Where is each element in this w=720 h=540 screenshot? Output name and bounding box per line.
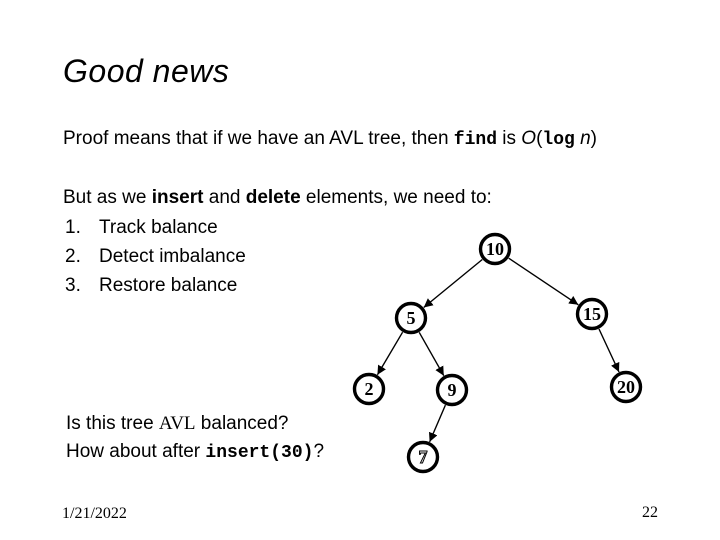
code-insert-30: insert(30) (205, 443, 314, 463)
code-find: find (453, 130, 498, 150)
tree-node-15: 15 (575, 297, 609, 331)
slide-title: Good news (63, 53, 230, 89)
paren-open: ( (536, 128, 543, 149)
question-text-1b: balanced? (195, 413, 289, 434)
tree-node-circle (478, 232, 512, 266)
big-o-symbol: O (521, 128, 537, 149)
list-item: 2. Detect imbalance (65, 242, 246, 271)
footer-date: 1/21/2022 (62, 505, 127, 522)
tree-node-label: 9 (448, 380, 457, 400)
tree-node-5: 5 (394, 301, 428, 335)
proof-paragraph: Proof means that if we have an AVL tree,… (63, 129, 597, 149)
list-item: 1. Track balance (65, 213, 246, 242)
tree-edge-5-2 (376, 331, 404, 376)
but-text-3: elements, we need to: (300, 187, 492, 208)
tree-node-label: 15 (583, 304, 601, 324)
proof-text-1: Proof means that if we have an AVL tree,… (63, 128, 454, 149)
tree-edge-10-5 (423, 258, 483, 309)
tree-node-circle (609, 370, 643, 404)
delete-word: delete (245, 187, 301, 208)
question-text-2a: How about after (66, 441, 206, 462)
tree-node-label: 7 (419, 447, 428, 467)
footer-page-number: 22 (642, 504, 658, 521)
tree-edge-5-9 (418, 331, 445, 377)
tree-node-circle (352, 372, 386, 406)
tree-edge-15-20 (598, 328, 620, 373)
list-item-number: 2. (65, 246, 81, 267)
tree-node-circle (435, 373, 469, 407)
list-item-text: Detect imbalance (99, 246, 246, 267)
but-text-2: and (203, 187, 246, 208)
tree-node-circle (575, 297, 609, 331)
tree-edge-10-15 (508, 257, 579, 306)
numbered-list: 1. Track balance 2. Detect imbalance 3. Res… (65, 213, 246, 300)
tree-edge-9-7 (428, 404, 447, 443)
tree-node-label: 10 (486, 239, 504, 259)
list-item: 3. Restore balance (65, 271, 246, 300)
but-text-1: But as we (63, 187, 152, 208)
tree-node-20: 20 (609, 370, 643, 404)
list-item-text: Track balance (99, 217, 218, 238)
but-paragraph: But as we insert and delete elements, we… (63, 188, 492, 207)
tree-node-label: 5 (407, 308, 416, 328)
tree-node-label: 20 (617, 377, 635, 397)
question-block: Is this tree AVL balanced? How about aft… (66, 410, 324, 466)
question-text-1a: Is this tree (66, 413, 159, 434)
question-text-2b: ? (313, 441, 325, 462)
list-item-number: 1. (65, 217, 81, 238)
tree-node-label: 2 (365, 379, 374, 399)
question-line-1: Is this tree AVL balanced? (66, 410, 324, 438)
insert-word: insert (151, 187, 204, 208)
tree-node-circle (394, 301, 428, 335)
tree-node-9: 9 (435, 373, 469, 407)
var-n: n (574, 128, 591, 149)
paren-close: ) (590, 128, 597, 149)
tree-node-2: 2 (352, 372, 386, 406)
code-log: log (542, 130, 575, 150)
list-item-number: 3. (65, 275, 81, 296)
list-item-text: Restore balance (99, 275, 238, 296)
tree-node-circle (406, 440, 440, 474)
proof-text-2: is (497, 128, 522, 149)
question-line-2: How about after insert(30)? (66, 438, 324, 466)
tree-node-10: 10 (478, 232, 512, 266)
avl-word: AVL (158, 413, 196, 434)
tree-node-7: 7 (406, 440, 440, 474)
